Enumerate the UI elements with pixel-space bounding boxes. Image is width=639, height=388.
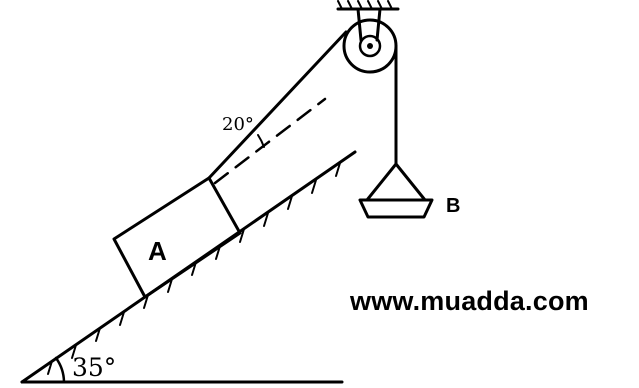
incline-hatching [47, 162, 341, 375]
pan-b [358, 198, 434, 219]
website-watermark: www.muadda.com [350, 286, 589, 316]
block-a [112, 176, 242, 299]
rope-angle-arc [257, 134, 265, 148]
pulley-bracket-right [375, 7, 382, 42]
pulley-bracket-left [356, 7, 363, 42]
incline-reference-line [213, 97, 327, 185]
ceiling-hatching [337, 0, 393, 10]
pulley-axle-ring [358, 34, 382, 58]
block-a-label: A [148, 236, 167, 266]
pan-b-hanger [365, 162, 427, 202]
pulley-axle-dot [367, 43, 373, 49]
rope-a [207, 30, 348, 180]
rope-angle-label: 20° [222, 114, 254, 135]
incline-angle-arc [54, 356, 66, 384]
incline-angle-label: 35° [72, 353, 116, 382]
pan-b-label: B [446, 195, 460, 217]
